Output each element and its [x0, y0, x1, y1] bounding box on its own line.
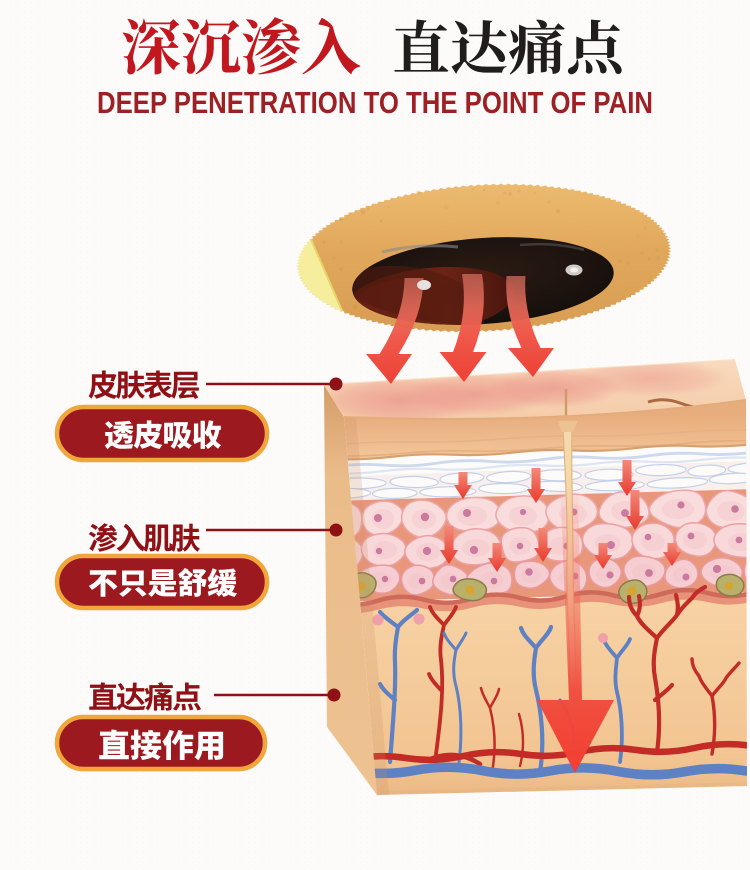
svg-text:DEEP PENETRATION TO THE POINT: DEEP PENETRATION TO THE POINT OF PAIN [97, 85, 653, 120]
